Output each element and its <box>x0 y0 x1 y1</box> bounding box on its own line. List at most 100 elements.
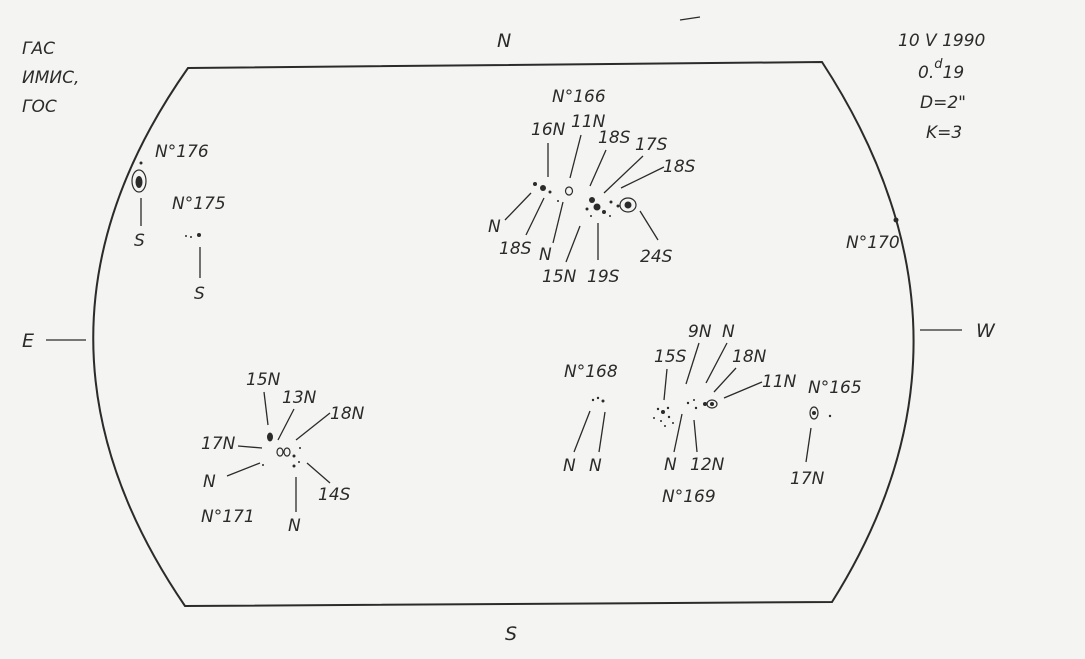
compass-east: E <box>22 330 34 352</box>
group-171-N: N <box>203 472 216 492</box>
group-171-title: N°171 <box>201 507 255 527</box>
compass-south: S <box>505 623 517 645</box>
group-169-spot <box>661 410 665 414</box>
group-168-N1: N <box>563 456 576 476</box>
group-169-18N: 18N <box>732 347 767 367</box>
group-171-spot <box>262 464 264 466</box>
group-166-spot <box>624 201 632 209</box>
observation-diameter: D=2" <box>920 93 966 113</box>
group-166-spot <box>540 185 546 191</box>
group-169-spot <box>664 425 666 427</box>
group-166-spot <box>609 200 613 204</box>
group-169-9N: 9N <box>688 322 712 342</box>
time-frac: 19 <box>943 63 965 83</box>
group-175-spot <box>197 233 201 237</box>
group-169-spot <box>710 402 714 406</box>
group-169-title: N°169 <box>662 487 716 507</box>
group-166-18S-c: 18S <box>499 239 532 259</box>
group-169-spot <box>660 420 662 422</box>
group-168-leader <box>598 411 606 453</box>
time-sup: d <box>934 57 943 72</box>
group-166-16N: 16N <box>531 120 566 140</box>
group-166-spot <box>590 215 592 217</box>
group-171-spot <box>292 454 296 458</box>
group-166-18S-a: 18S <box>598 128 631 148</box>
group-165-leader <box>805 427 812 463</box>
group-166-leader <box>565 225 581 263</box>
group-171-leader <box>306 462 331 484</box>
group-169: 9N N 15S 18N 11N N 12N N°169 <box>653 322 797 507</box>
group-171-spot <box>292 464 296 468</box>
group-169-11N: 11N <box>762 372 797 392</box>
group-171-spot <box>298 461 300 463</box>
group-165-spot <box>812 411 816 415</box>
group-169-spot <box>672 422 674 424</box>
group-176: N°176 S <box>131 142 209 251</box>
group-171-17N: 17N <box>201 434 236 454</box>
group-171-15N: 15N <box>246 370 281 390</box>
group-166-spot-ring <box>619 197 637 213</box>
observation-date: 10 V 1990 <box>898 31 985 51</box>
group-175-spot <box>190 236 192 238</box>
group-176-s: S <box>134 231 145 251</box>
group-169-leader <box>723 381 763 399</box>
group-176-penumbra <box>131 169 147 193</box>
group-169-12N: 12N <box>690 455 725 475</box>
group-166: N°166 16N 11N 18S 17S 18S N 18S N 15N 19… <box>488 87 696 287</box>
time-main: 0. <box>918 63 934 83</box>
group-166-title: N°166 <box>552 87 606 107</box>
group-166-24S: 24S <box>640 247 673 267</box>
group-171-spot-ring <box>283 447 291 457</box>
compass-west: W <box>976 320 996 342</box>
group-169-leader <box>705 342 728 384</box>
group-166-17S: 17S <box>635 135 668 155</box>
group-166-spot <box>557 200 559 202</box>
group-171: 15N 13N 18N 17N N 14S N°171 N <box>201 370 365 536</box>
group-165-title: N°165 <box>808 378 862 398</box>
group-166-19S: 19S <box>587 267 620 287</box>
group-169-spot <box>666 406 670 410</box>
group-168: N°168 N N <box>563 362 618 476</box>
group-166-leader <box>639 210 659 241</box>
group-170-spot <box>893 217 899 223</box>
group-169-leader <box>663 368 668 401</box>
group-168-N2: N <box>589 456 602 476</box>
group-176-umbra <box>135 176 143 188</box>
group-166-leader <box>552 201 564 244</box>
group-175-spot <box>185 235 187 237</box>
group-166-15N: 15N <box>542 267 577 287</box>
group-175-title: N°175 <box>172 194 226 214</box>
observatory-line-3: ГОС <box>22 97 57 117</box>
compass-north: N <box>497 30 511 52</box>
group-166-spot <box>548 190 552 194</box>
group-171-spot-ring <box>276 447 284 457</box>
group-170-title: N°170 <box>846 233 900 253</box>
group-168-spot <box>596 396 600 400</box>
group-171-leader <box>263 391 269 426</box>
group-169-N-top: N <box>722 322 735 342</box>
group-171-N2: N <box>288 516 301 536</box>
group-166-spot <box>609 215 611 217</box>
group-171-spot <box>299 447 301 449</box>
observation-k-index: K=3 <box>926 123 962 143</box>
group-166-spot <box>533 182 537 186</box>
group-165-17N: 17N <box>790 469 825 489</box>
group-171-13N: 13N <box>282 388 317 408</box>
group-176-title: N°176 <box>155 142 209 162</box>
group-169-spot <box>693 399 695 401</box>
observatory-line-2: ИМИС, <box>22 68 79 88</box>
group-169-spot <box>667 415 671 419</box>
group-166-spot <box>585 207 589 211</box>
group-171-leader <box>226 462 261 477</box>
group-166-leader <box>603 155 644 194</box>
group-169-spot <box>656 407 660 411</box>
group-169-spot <box>694 406 698 410</box>
group-166-spot <box>589 197 595 203</box>
group-169-spot <box>653 417 655 419</box>
group-165: N°165 17N <box>790 378 862 489</box>
group-166-leader <box>504 192 532 221</box>
group-168-spot <box>601 399 605 403</box>
group-171-18N: 18N <box>330 404 365 424</box>
group-169-leader <box>693 419 698 453</box>
